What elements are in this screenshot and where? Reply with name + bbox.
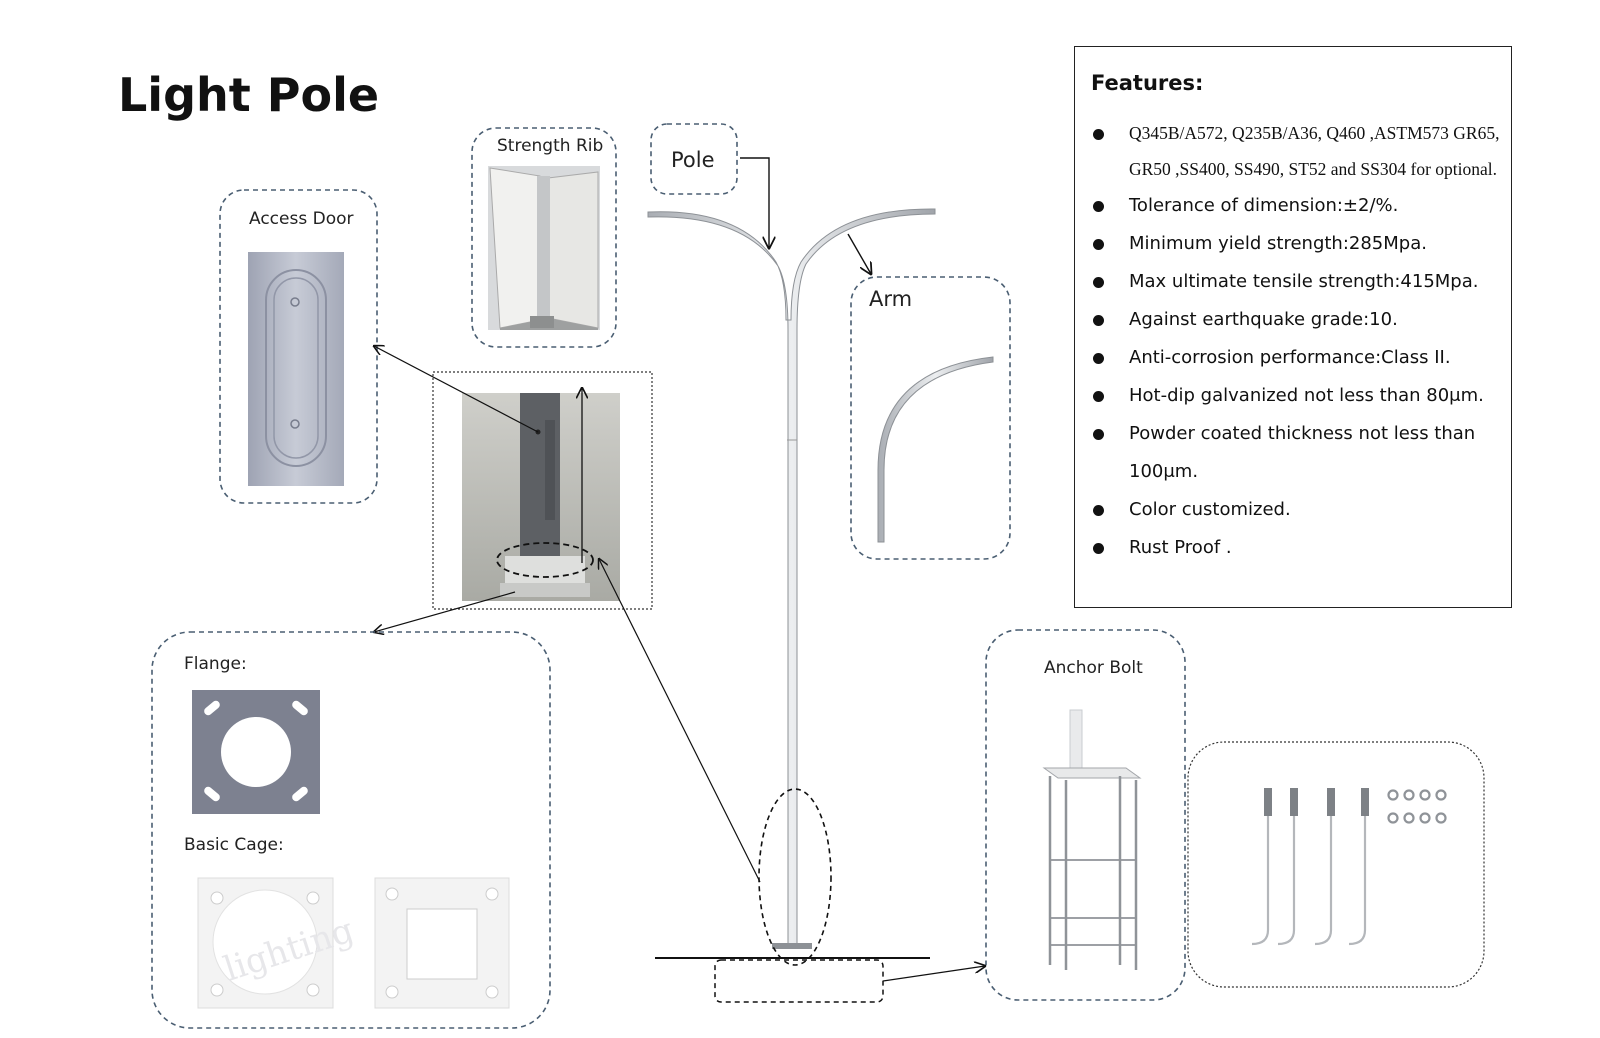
anchor-bolt-label: Anchor Bolt [1044, 658, 1143, 678]
feature-item-color: Color customized. [1091, 491, 1501, 529]
arm-frame [850, 276, 1011, 560]
flange-label: Flange: [184, 654, 247, 674]
bullet-icon [1093, 429, 1104, 440]
bullet-icon [1093, 129, 1104, 140]
pole-arrow [740, 157, 769, 248]
access-door-arrow [374, 346, 539, 433]
basic-cage-round-image [197, 877, 334, 1009]
bullet-icon [1093, 239, 1104, 250]
bullet-icon [1093, 201, 1104, 212]
feature-item-corrosion: Anti-corrosion performance:Class II. [1091, 339, 1501, 377]
pole-base-arrow [599, 559, 761, 883]
base-photo [462, 393, 620, 601]
access-door-frame [219, 189, 378, 504]
feature-item-materials: Q345B/A572, Q235B/A36, Q460 ,ASTM573 GR6… [1091, 115, 1501, 187]
pole-label: Pole [671, 148, 715, 172]
arm-label: Arm [869, 287, 913, 311]
bullet-icon [1093, 391, 1104, 402]
feature-item-earthquake: Against earthquake grade:10. [1091, 301, 1501, 339]
basic-cage-label: Basic Cage: [184, 835, 284, 855]
strength-rib-frame [471, 127, 617, 348]
feature-item-tensile: Max ultimate tensile strength:415Mpa. [1091, 263, 1501, 301]
anchor-bolt-cage-image [1042, 709, 1142, 970]
bullet-icon [1093, 353, 1104, 364]
nuts-image [1387, 789, 1447, 824]
bullet-icon [1093, 543, 1104, 554]
features-panel: Features: Q345B/A572, Q235B/A36, Q460 ,A… [1074, 46, 1512, 608]
arm-arrow [847, 233, 871, 274]
access-door-label: Access Door [249, 209, 354, 229]
strength-rib-image [488, 166, 600, 330]
pole-label-frame [650, 123, 738, 195]
strength-rib-label: Strength Rib [497, 136, 604, 156]
bullet-icon [1093, 315, 1104, 326]
base-photo-ellipse [496, 542, 594, 578]
basic-cage-square-image [374, 877, 510, 1009]
bullet-icon [1093, 277, 1104, 288]
bullet-icon [1093, 505, 1104, 516]
foundation-box [714, 959, 884, 1003]
bolts-nuts-frame [1187, 741, 1485, 988]
flange-arrow [374, 591, 516, 632]
base-photo-frame [432, 371, 653, 610]
main-pole [647, 208, 936, 949]
feature-item-rust: Rust Proof . [1091, 529, 1501, 567]
pole-base-ellipse [758, 788, 832, 966]
feature-item-galvanized: Hot-dip galvanized not less than 80μm. [1091, 377, 1501, 415]
j-bolts-image [1251, 788, 1369, 946]
arm-image [877, 356, 994, 543]
anchor-bolt-arrow [882, 966, 985, 982]
flange-frame [151, 631, 551, 1029]
flange-image [192, 690, 320, 814]
access-door-image [248, 252, 344, 486]
feature-item-yield: Minimum yield strength:285Mpa. [1091, 225, 1501, 263]
features-list: Q345B/A572, Q235B/A36, Q460 ,ASTM573 GR6… [1091, 115, 1501, 567]
feature-item-tolerance: Tolerance of dimension:±2/%. [1091, 187, 1501, 225]
anchor-bolt-frame [985, 629, 1186, 1001]
page-title: Light Pole [118, 68, 380, 122]
feature-item-powder: Powder coated thickness not less than 10… [1091, 415, 1501, 491]
features-heading: Features: [1091, 71, 1204, 95]
